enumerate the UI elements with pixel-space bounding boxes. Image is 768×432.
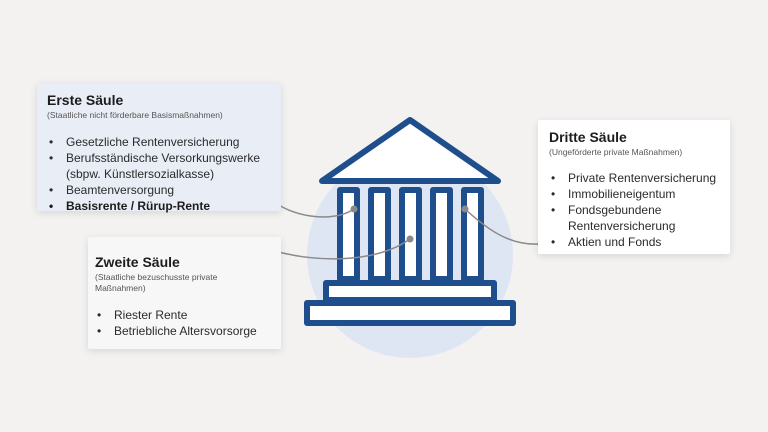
list-item: Fondsgebundene Rentenversicherung [549, 202, 698, 234]
temple-pillar-3 [399, 187, 422, 282]
temple-pillar-1 [337, 187, 360, 282]
list-item: Basisrente / Rürup-Rente [47, 198, 281, 214]
card-first-pillar: Erste Säule (Staatliche nicht förderbare… [37, 83, 281, 214]
temple-roof [319, 117, 501, 184]
temple-pillar-4 [430, 187, 453, 282]
list-item: Betriebliche Altersvorsorge [95, 323, 281, 339]
card-subtitle: (Staatliche nicht förderbare Basismaßnah… [47, 110, 223, 120]
list-item: Riester Rente [95, 307, 281, 323]
temple-step-upper [323, 280, 497, 303]
temple-pillar-2 [368, 187, 391, 282]
list-item: Beamtenversorgung [47, 182, 281, 198]
connector-dot [461, 205, 469, 213]
connector-second [270, 238, 411, 260]
temple-step-lower [304, 300, 516, 326]
card-title: Dritte Säule [549, 129, 627, 145]
list-item: Immobilieneigentum [549, 186, 730, 202]
temple-icon [304, 117, 516, 326]
card-subtitle: (Ungeförderte private Maßnahmen) [549, 147, 683, 157]
card-third-pillar: Dritte Säule (Ungeförderte private Maßna… [538, 120, 730, 254]
list-item: Aktien und Fonds [549, 234, 730, 250]
card-title: Zweite Säule [95, 254, 180, 270]
list-item: Berufsständische Versorkungswerke (sbpw.… [47, 150, 281, 182]
temple-pillar-5 [461, 187, 484, 282]
card-list: Gesetzliche Rentenversicherung Berufsstä… [47, 134, 281, 214]
card-list: Riester Rente Betriebliche Altersvorsorg… [95, 307, 281, 339]
list-item: Private Rentenversicherung [549, 170, 730, 186]
card-title: Erste Säule [47, 92, 124, 108]
connector-dot [350, 205, 358, 213]
list-item: Gesetzliche Rentenversicherung [47, 134, 281, 150]
card-list: Private Rentenversicherung Immobilieneig… [549, 170, 730, 250]
card-second-pillar: Zweite Säule (Staatliche bezuschusste pr… [88, 237, 281, 349]
card-subtitle: (Staatliche bezuschusste private Maßnahm… [95, 272, 218, 293]
connector-third [464, 208, 542, 245]
connector-dot [406, 235, 414, 243]
